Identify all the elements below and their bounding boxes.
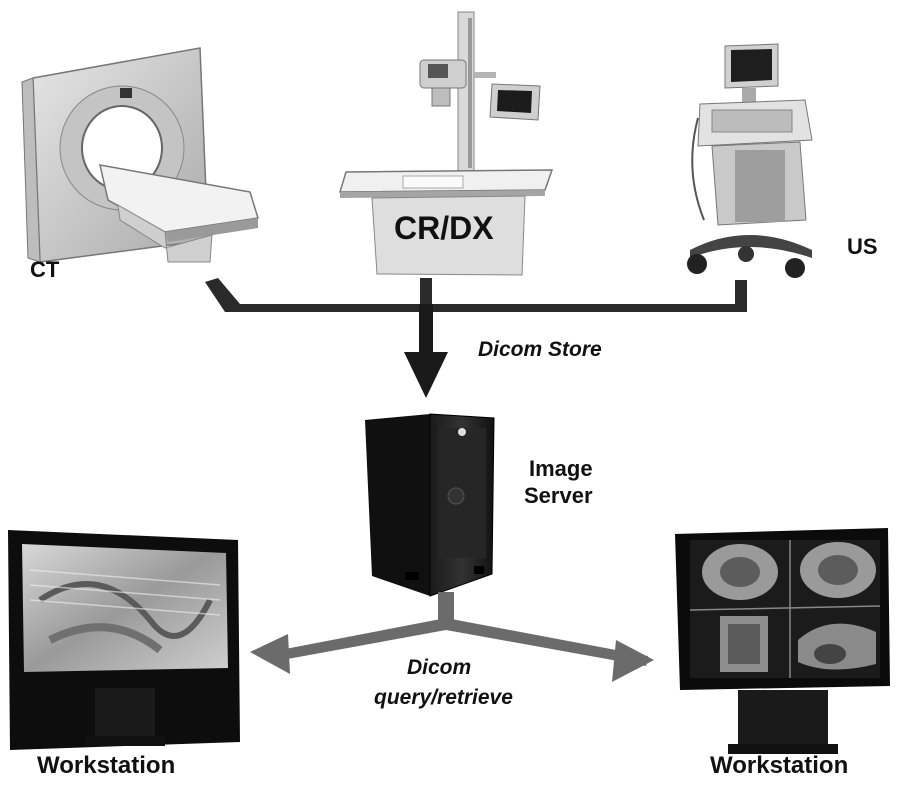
label-workstation-left: Workstation (37, 752, 176, 779)
dicom-store-arrow (404, 352, 448, 398)
query-retrieve-connector (250, 592, 654, 682)
label-dicom-store: Dicom Store (478, 338, 602, 361)
crdx-xray-image (338, 11, 554, 276)
label-image-server-line1: Image (529, 456, 593, 481)
label-image-server-line2: Server (524, 483, 593, 508)
label-us: US (847, 234, 878, 259)
arrow-left-icon (250, 634, 290, 674)
image-server-image (365, 413, 495, 597)
label-dicom-query-line1: Dicom (407, 656, 472, 679)
label-ct: CT (30, 257, 60, 282)
label-workstation-right: Workstation (710, 752, 849, 779)
arrow-right-icon (612, 640, 654, 682)
ultrasound-image (687, 43, 813, 278)
workstation-right-image (675, 528, 890, 754)
label-crdx: CR/DX (394, 210, 494, 246)
modality-connector (205, 278, 747, 398)
ct-scanner-image (21, 47, 259, 263)
workstation-left-image (8, 530, 240, 750)
label-dicom-query-line2: query/retrieve (374, 686, 513, 709)
